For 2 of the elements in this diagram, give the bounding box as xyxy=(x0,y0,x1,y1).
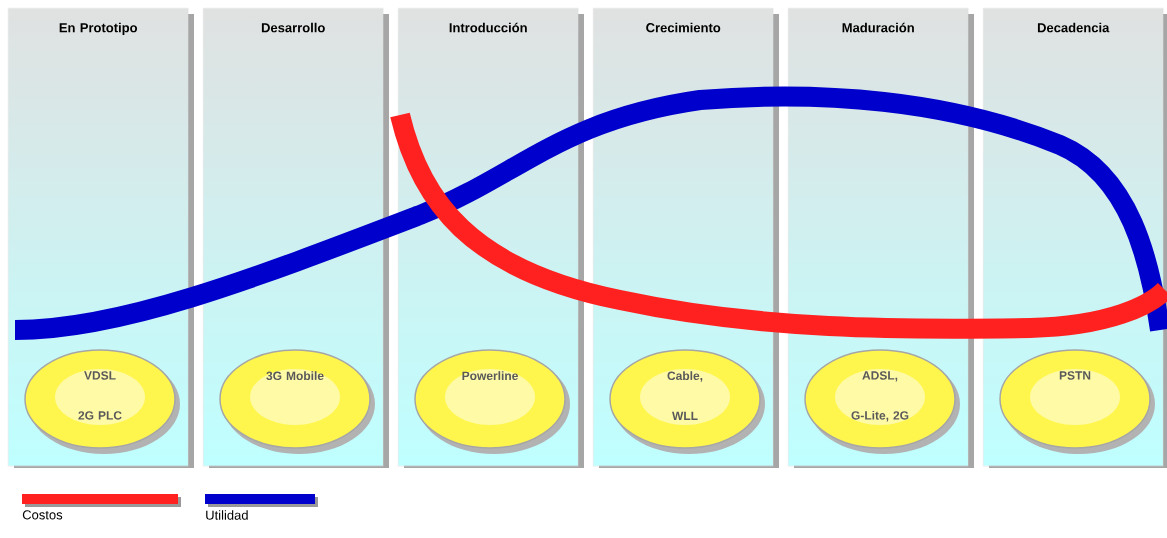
legend-label: Utilidad xyxy=(206,510,248,520)
legend-label: Costos xyxy=(22,510,63,520)
